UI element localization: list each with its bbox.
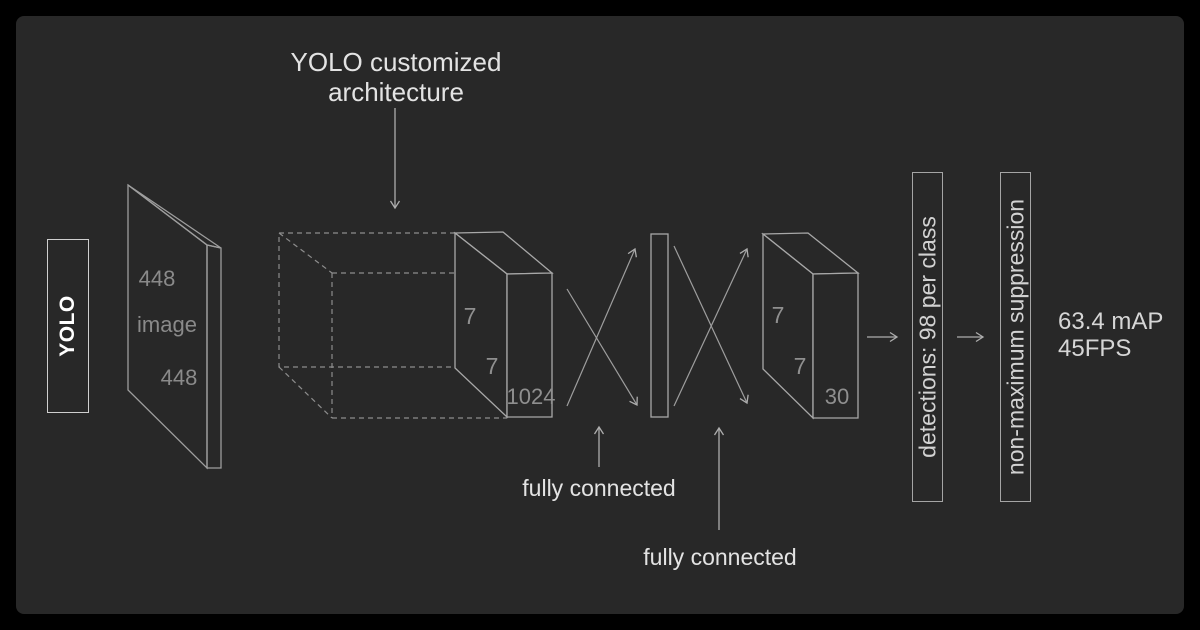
diagram-panel (16, 16, 1184, 614)
fc1-label: fully connected (522, 475, 676, 501)
conv-dim-height: 7 (463, 303, 477, 329)
conv-dim-depth: 1024 (506, 384, 556, 409)
conv-dim-width: 7 (485, 353, 499, 379)
detections-box: detections: 98 per class (912, 172, 943, 502)
output-dim-depth: 30 (824, 384, 850, 409)
fc-layer-rect (650, 233, 669, 418)
slab-dim-top: 448 (138, 266, 176, 291)
fc2-label: fully connected (643, 544, 797, 570)
slab-label-image: image (137, 312, 197, 337)
fc-cross-2 (673, 245, 749, 407)
metrics-fps: 45FPS (1058, 335, 1132, 362)
fc-cross-1 (566, 247, 638, 407)
output-block-shape (761, 232, 860, 420)
nms-box: non-maximum suppression (1000, 172, 1031, 502)
conv-block-shape (453, 231, 554, 419)
yolo-label-box: YOLO (47, 239, 89, 413)
metrics-block: 63.4 mAP 45FPS (1058, 308, 1163, 362)
yolo-label: YOLO (56, 295, 79, 357)
output-dim-width: 7 (793, 353, 807, 379)
output-dim-height: 7 (771, 302, 785, 328)
detections-label: detections: 98 per class (914, 216, 940, 458)
slab-dim-bottom: 448 (160, 365, 198, 390)
architecture-title: YOLO customized architecture (290, 47, 502, 107)
metrics-map: 63.4 mAP (1058, 308, 1164, 335)
nms-label: non-maximum suppression (1002, 198, 1028, 476)
dashed-conv-cuboid (278, 232, 507, 419)
input-image-slab (127, 183, 222, 470)
